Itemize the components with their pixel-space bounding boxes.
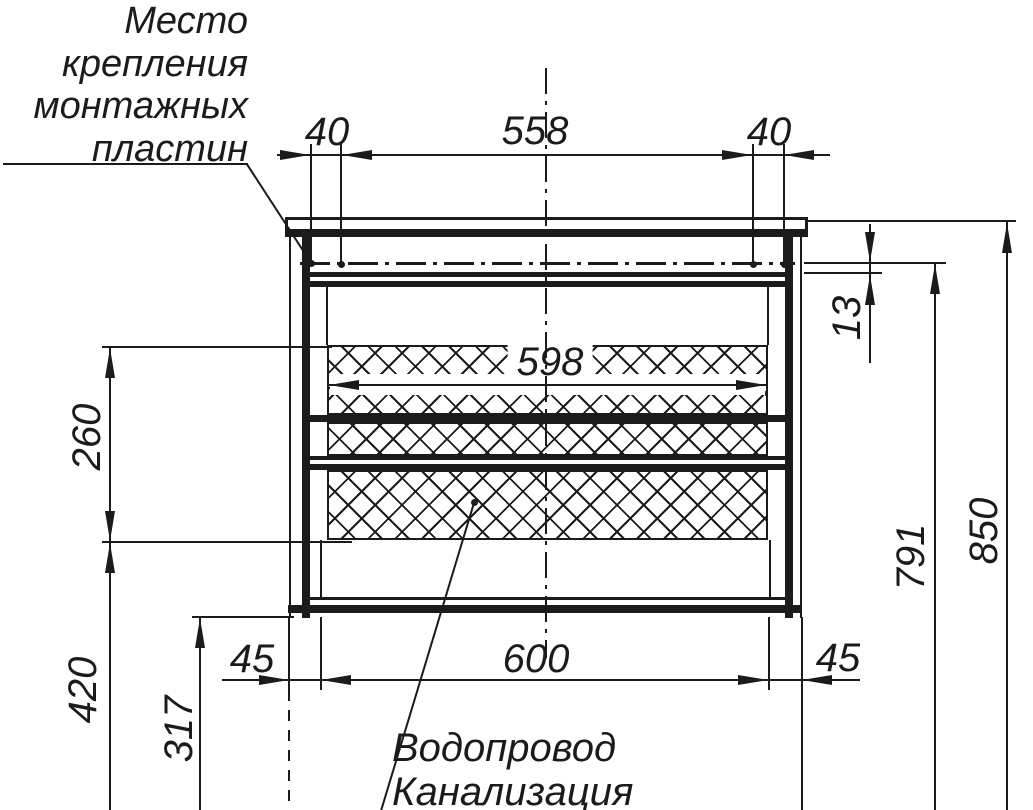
right-wall-inner-line: [785, 237, 793, 618]
right-wall-outer-line: [800, 237, 802, 618]
mounting-plate-dot-4: [781, 261, 788, 268]
cabinet-centerline: [545, 68, 547, 658]
dim-arrow-598-right: [736, 380, 766, 390]
drawer-divider-thick: [307, 415, 787, 422]
plumbing-note-line-2: Канализация: [392, 770, 634, 810]
mounting-note-underline: [3, 163, 248, 165]
ext-line-bottom-outer-left-dashed: [288, 690, 290, 810]
ext-line-cabinet-bottom-left: [192, 616, 294, 618]
dim-value-420: 420: [61, 656, 105, 724]
bottom-inner-line: [310, 597, 785, 600]
countertop-right-edge: [805, 217, 808, 237]
dim-arrow-top-3: [722, 150, 752, 160]
dim-arrow-317: [195, 618, 205, 648]
dim-arrow-top-4: [784, 150, 814, 160]
dim-value-40-right: 40: [746, 110, 792, 154]
dim-arrow-13-bottom: [865, 275, 875, 305]
drawer-front-hatch-bottom: [327, 470, 768, 540]
dim-line-bottom-chain: [222, 679, 860, 681]
mounting-plate-dot-1: [308, 260, 315, 267]
drawer-divider-lower: [307, 464, 787, 470]
ext-line-bottom-outer-right: [801, 617, 803, 810]
dim-line-598: [329, 384, 766, 386]
dim-value-260: 260: [65, 403, 109, 471]
dim-line-850: [1006, 222, 1008, 810]
drawer-side-left-lower: [320, 540, 322, 598]
dim-value-13: 13: [825, 295, 869, 341]
dim-arrow-260-bottom: [105, 511, 115, 541]
ext-line-top-40-right-a: [752, 144, 754, 264]
mounting-note-line-2: крепления: [61, 42, 248, 85]
drawer-divider-upper: [307, 456, 787, 460]
ext-line-top-right: [806, 220, 1016, 222]
dim-value-598: 598: [507, 342, 593, 382]
ext-line-top-40-right-b: [783, 144, 785, 264]
mounting-note-line-4: пластин: [91, 127, 248, 170]
dim-value-850: 850: [962, 497, 1006, 565]
left-wall-outer-line: [289, 237, 291, 618]
dim-line-420: [109, 542, 111, 810]
dim-arrow-top-1: [280, 150, 310, 160]
dim-line-317: [199, 617, 201, 810]
ext-line-bottom-inner-right: [768, 617, 770, 690]
ext-line-bottom-outer-left-solid: [288, 617, 290, 690]
left-wall-inner-line: [302, 237, 310, 618]
dim-line-260: [109, 347, 111, 542]
ext-line-plate-right: [804, 262, 946, 264]
drawer-side-left-upper: [326, 287, 328, 345]
dim-value-600: 600: [502, 637, 570, 681]
dim-arrow-bottom-3: [738, 675, 768, 685]
dim-value-45-right: 45: [815, 636, 861, 680]
top-rail-lower-line: [310, 281, 785, 287]
dim-arrow-bottom-4: [802, 675, 832, 685]
dim-line-top-chain: [277, 154, 830, 156]
drawer-side-right-upper: [767, 287, 769, 345]
mounting-note-line-1: Место: [124, 0, 248, 42]
dim-arrow-13-top: [865, 232, 875, 262]
dim-value-45-left: 45: [229, 637, 275, 681]
top-rail-upper-line: [310, 272, 785, 277]
dim-value-317: 317: [157, 695, 201, 763]
dim-line-791: [934, 263, 936, 810]
mounting-plates-note: Место крепления монтажных пластин: [8, 0, 248, 170]
ext-line-drawerzone-bottom: [102, 541, 352, 543]
plumbing-note-line-1: Водопровод: [392, 726, 617, 770]
ext-line-rail-right: [804, 272, 882, 274]
dim-arrow-bottom-1: [259, 675, 289, 685]
dim-value-40-left: 40: [304, 110, 350, 154]
dim-arrow-bottom-2: [321, 675, 351, 685]
drawer-side-right-lower: [769, 540, 771, 598]
dim-arrow-598-left: [329, 380, 359, 390]
mounting-plate-dot-3: [750, 261, 757, 268]
dim-arrow-850: [1002, 223, 1012, 253]
ext-line-top-40-left-b: [340, 144, 342, 264]
dim-arrow-791: [930, 264, 940, 294]
dim-arrow-420: [105, 543, 115, 573]
drawer-front-hatch-middle: [327, 422, 768, 456]
ext-line-drawerzone-top: [102, 346, 332, 348]
mounting-note-leader: [246, 164, 312, 263]
dim-value-791: 791: [889, 523, 933, 591]
mounting-plate-centerline: [300, 262, 795, 265]
dim-arrow-260-top: [105, 348, 115, 378]
plumbing-note: Водопровод Канализация: [392, 726, 633, 810]
mounting-plate-dot-2: [338, 261, 345, 268]
dim-value-558: 558: [501, 109, 569, 153]
dim-arrow-top-2: [342, 150, 372, 160]
mounting-note-line-3: монтажных: [33, 85, 248, 127]
ext-line-bottom-inner-left: [320, 617, 322, 690]
ext-line-top-40-left-a: [310, 144, 312, 263]
